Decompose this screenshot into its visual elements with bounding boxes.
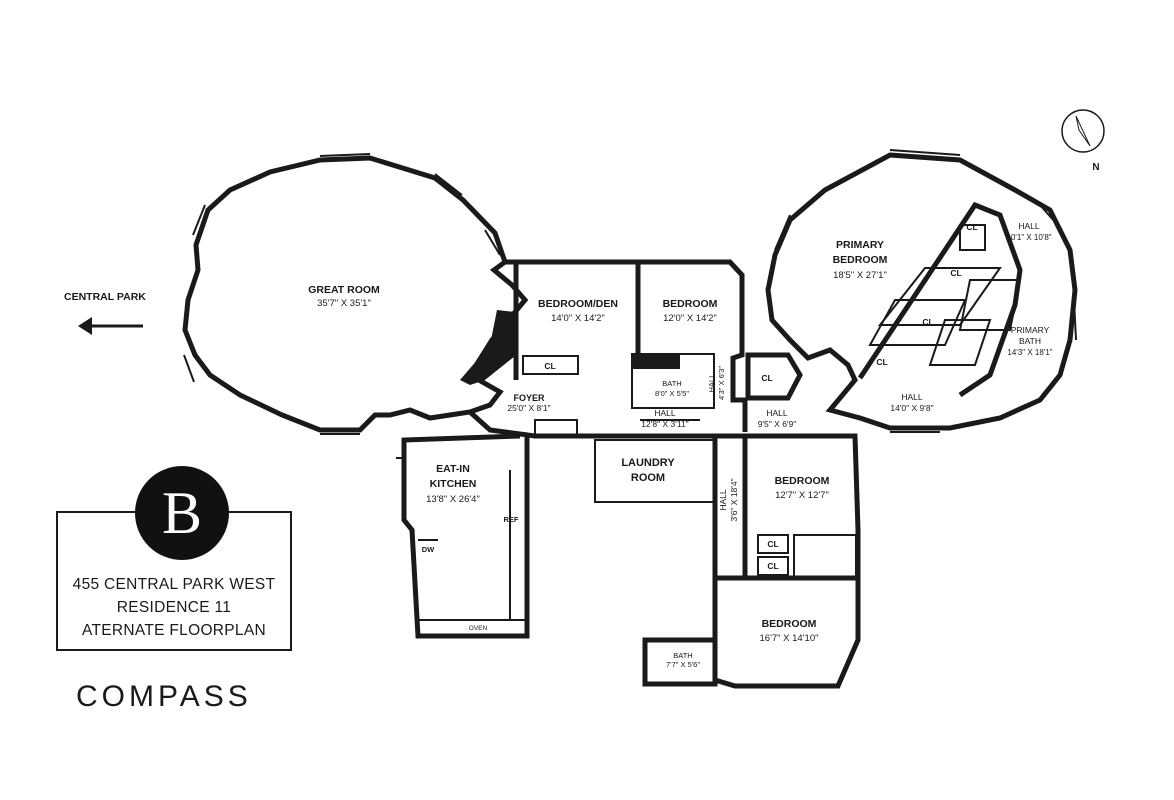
hall-long-name: HALL bbox=[718, 489, 728, 511]
hall-primary-top-dims: 10'1" X 10'8" bbox=[1006, 233, 1051, 242]
foyer-door bbox=[534, 419, 578, 437]
closet-right-label: CL bbox=[761, 373, 772, 383]
bedroom-3-wall bbox=[712, 575, 861, 689]
closet-right bbox=[745, 352, 803, 401]
hall-right-name: HALL bbox=[766, 408, 788, 418]
kitchen-name-1: EAT-IN bbox=[436, 463, 470, 475]
great-room-dims: 35'7" X 35'1" bbox=[317, 298, 371, 309]
primary-cl-3: CL bbox=[922, 317, 933, 327]
central-wing-wall bbox=[505, 259, 748, 432]
bath-center bbox=[631, 353, 715, 409]
bath-center-wall bbox=[632, 354, 680, 369]
laundry-name-2: ROOM bbox=[631, 472, 665, 484]
great-room-wedge bbox=[460, 310, 515, 385]
central-park-arrow bbox=[78, 317, 143, 335]
primary-cl-2: CL bbox=[950, 268, 961, 278]
building-logo: B bbox=[135, 466, 229, 560]
oven-label: OVEN bbox=[469, 625, 488, 632]
bedroom-1-dims: 12'0" X 14'2" bbox=[663, 313, 717, 324]
bedroom-den-dims: 14'0" X 14'2" bbox=[551, 313, 605, 324]
laundry-name-1: LAUNDRY bbox=[621, 457, 675, 469]
foyer-name: FOYER bbox=[513, 393, 545, 403]
bedroom-2-name: BEDROOM bbox=[775, 475, 830, 487]
central-park-label: CENTRAL PARK bbox=[64, 291, 146, 303]
compass-brand-logo: COMPASS bbox=[76, 680, 252, 713]
primary-closets bbox=[868, 224, 1022, 366]
primary-bath-name-2: BATH bbox=[1019, 336, 1041, 346]
bedroom-den-name: BEDROOM/DEN bbox=[538, 298, 618, 310]
hall-primary-top-name: HALL bbox=[1018, 221, 1040, 231]
primary-cl-1: CL bbox=[966, 222, 977, 232]
hall-long-dims: 3'6" X 18'4" bbox=[729, 478, 739, 521]
great-room-name: GREAT ROOM bbox=[308, 284, 380, 296]
foyer-bottom-wall bbox=[468, 410, 745, 439]
primary-bath-dims: 14'3" X 18'1" bbox=[1007, 348, 1052, 357]
den-closet bbox=[522, 355, 579, 375]
primary-windows bbox=[774, 149, 1077, 433]
great-room-windows bbox=[183, 153, 501, 435]
address-block: 455 CENTRAL PARK WEST RESIDENCE 11 ATERN… bbox=[56, 573, 292, 642]
dw-label: DW bbox=[422, 545, 435, 554]
hall-primary-bottom-dims: 14'0" X 9'8" bbox=[890, 403, 933, 413]
bedroom-2-dims: 12'7" X 12'7" bbox=[775, 490, 829, 501]
north-compass-icon bbox=[1061, 109, 1105, 153]
primary-bedroom-name-2: BEDROOM bbox=[833, 254, 888, 266]
bath-center-name: BATH bbox=[662, 379, 681, 388]
hall-center-dims: 12'8" X 3'11" bbox=[641, 419, 688, 429]
address-line: 455 CENTRAL PARK WEST bbox=[72, 576, 276, 593]
compass-n-label: N bbox=[1092, 162, 1099, 173]
bath-bottom-name: BATH bbox=[673, 651, 692, 660]
logo-letter: B bbox=[161, 480, 203, 546]
bedroom-3-dims: 16'7" X 14'10" bbox=[760, 633, 819, 644]
bedroom-2-cl-2: CL bbox=[767, 561, 778, 571]
laundry-room bbox=[594, 439, 716, 503]
plan-line: ATERNATE FLOORPLAN bbox=[82, 622, 266, 639]
den-closet-label: CL bbox=[544, 361, 555, 371]
bedroom-2-cl-1: CL bbox=[767, 539, 778, 549]
bedroom-2-bath bbox=[793, 534, 857, 578]
primary-suite-wall bbox=[765, 152, 1078, 431]
bedroom-3-name: BEDROOM bbox=[762, 618, 817, 630]
bedroom-2-closet-2 bbox=[757, 556, 789, 576]
residence-line: RESIDENCE 11 bbox=[116, 599, 232, 616]
kitchen-name-2: KITCHEN bbox=[430, 478, 477, 490]
primary-bedroom-dims: 18'5" X 27'1" bbox=[833, 270, 887, 281]
hall-small-name: HALL bbox=[707, 374, 716, 393]
kitchen-wall bbox=[401, 433, 530, 639]
bath-center-dims: 8'0" X 5'5" bbox=[655, 389, 689, 398]
hall-right-dims: 9'5" X 6'9" bbox=[758, 419, 797, 429]
foyer-dims: 25'0" X 8'1" bbox=[507, 403, 550, 413]
primary-suite-interior bbox=[857, 201, 1023, 398]
kitchen-dims: 13'8" X 26'4" bbox=[426, 494, 480, 505]
great-room-wall bbox=[182, 155, 529, 433]
hall-primary-bottom-name: HALL bbox=[901, 392, 923, 402]
bedroom-1-name: BEDROOM bbox=[663, 298, 718, 310]
bath-bottom bbox=[642, 637, 718, 687]
ref-label: REF bbox=[504, 515, 519, 524]
primary-bedroom-name-1: PRIMARY bbox=[836, 239, 884, 251]
primary-cl-4: CL bbox=[876, 357, 887, 367]
hall-small-dims: 4'3" X 6'3" bbox=[717, 366, 726, 400]
hall-center-name: HALL bbox=[654, 408, 676, 418]
bedroom-2-closet-1 bbox=[757, 534, 789, 554]
bath-bottom-dims: 7'7" X 5'6" bbox=[666, 660, 700, 669]
primary-bath-name-1: PRIMARY bbox=[1011, 325, 1050, 335]
